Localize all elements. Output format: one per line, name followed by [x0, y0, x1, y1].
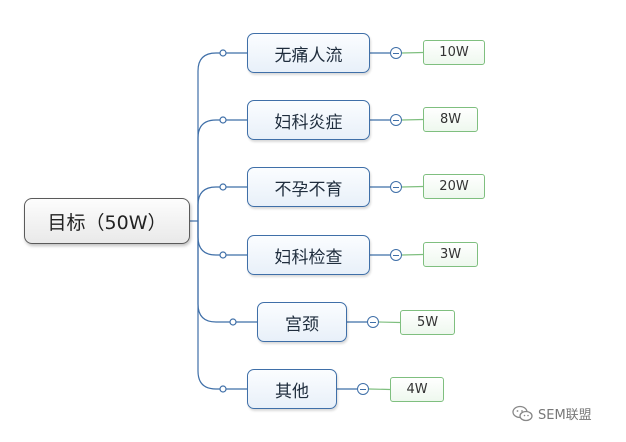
collapse-icon[interactable] — [390, 47, 402, 59]
value-node-5[interactable]: 4W — [390, 377, 444, 402]
branch-topic-5[interactable]: 其他 — [247, 369, 337, 409]
branch-topic-label: 其他 — [275, 381, 309, 402]
branch-topic-1[interactable]: 妇科炎症 — [247, 100, 370, 140]
collapse-icon[interactable] — [390, 114, 402, 126]
wechat-icon — [512, 405, 533, 421]
branch-topic-0[interactable]: 无痛人流 — [247, 33, 370, 73]
branch-topic-label: 宫颈 — [285, 314, 319, 335]
value-label: 4W — [406, 382, 428, 397]
root-topic[interactable]: 目标（50W） — [24, 198, 190, 244]
branch-connector — [197, 186, 223, 221]
branch-connector — [197, 221, 233, 323]
connector-dot — [219, 251, 227, 259]
value-node-0[interactable]: 10W — [423, 40, 485, 65]
branch-topic-2[interactable]: 不孕不育 — [247, 167, 370, 207]
branch-connector — [197, 221, 223, 390]
value-connector — [401, 118, 424, 121]
value-label: 10W — [439, 45, 469, 60]
value-connector — [401, 51, 424, 54]
value-label: 3W — [439, 247, 462, 262]
collapse-icon[interactable] — [357, 383, 369, 395]
connector-dot — [219, 385, 227, 393]
branch-topic-4[interactable]: 宫颈 — [257, 302, 347, 342]
connector-dot — [229, 318, 237, 326]
branch-topic-label: 不孕不育 — [274, 179, 343, 200]
root-topic-label: 目标（50W） — [47, 211, 167, 234]
value-node-2[interactable]: 20W — [423, 174, 485, 199]
value-connector — [401, 253, 424, 256]
value-node-4[interactable]: 5W — [400, 310, 455, 335]
branch-connector — [197, 52, 223, 221]
collapse-icon[interactable] — [390, 249, 402, 261]
branch-topic-label: 妇科炎症 — [274, 112, 343, 133]
connector-dot — [219, 116, 227, 124]
value-connector — [368, 388, 391, 391]
branch-topic-3[interactable]: 妇科检查 — [247, 235, 370, 275]
collapse-icon[interactable] — [390, 181, 402, 193]
branch-connector — [197, 221, 223, 256]
watermark-text: SEM联盟 — [538, 408, 592, 423]
value-node-3[interactable]: 3W — [423, 242, 478, 267]
value-label: 20W — [439, 179, 469, 194]
value-label: 5W — [416, 315, 439, 330]
collapse-icon[interactable] — [367, 316, 379, 328]
connector-dot — [219, 49, 227, 57]
connector-dot — [219, 183, 227, 191]
value-label: 8W — [439, 112, 462, 127]
branch-topic-label: 无痛人流 — [274, 45, 343, 66]
branch-topic-label: 妇科检查 — [274, 247, 343, 268]
branch-connector — [197, 119, 223, 221]
value-node-1[interactable]: 8W — [423, 107, 478, 132]
value-connector — [378, 321, 401, 324]
watermark: SEM联盟 — [512, 404, 592, 423]
value-connector — [401, 185, 424, 188]
